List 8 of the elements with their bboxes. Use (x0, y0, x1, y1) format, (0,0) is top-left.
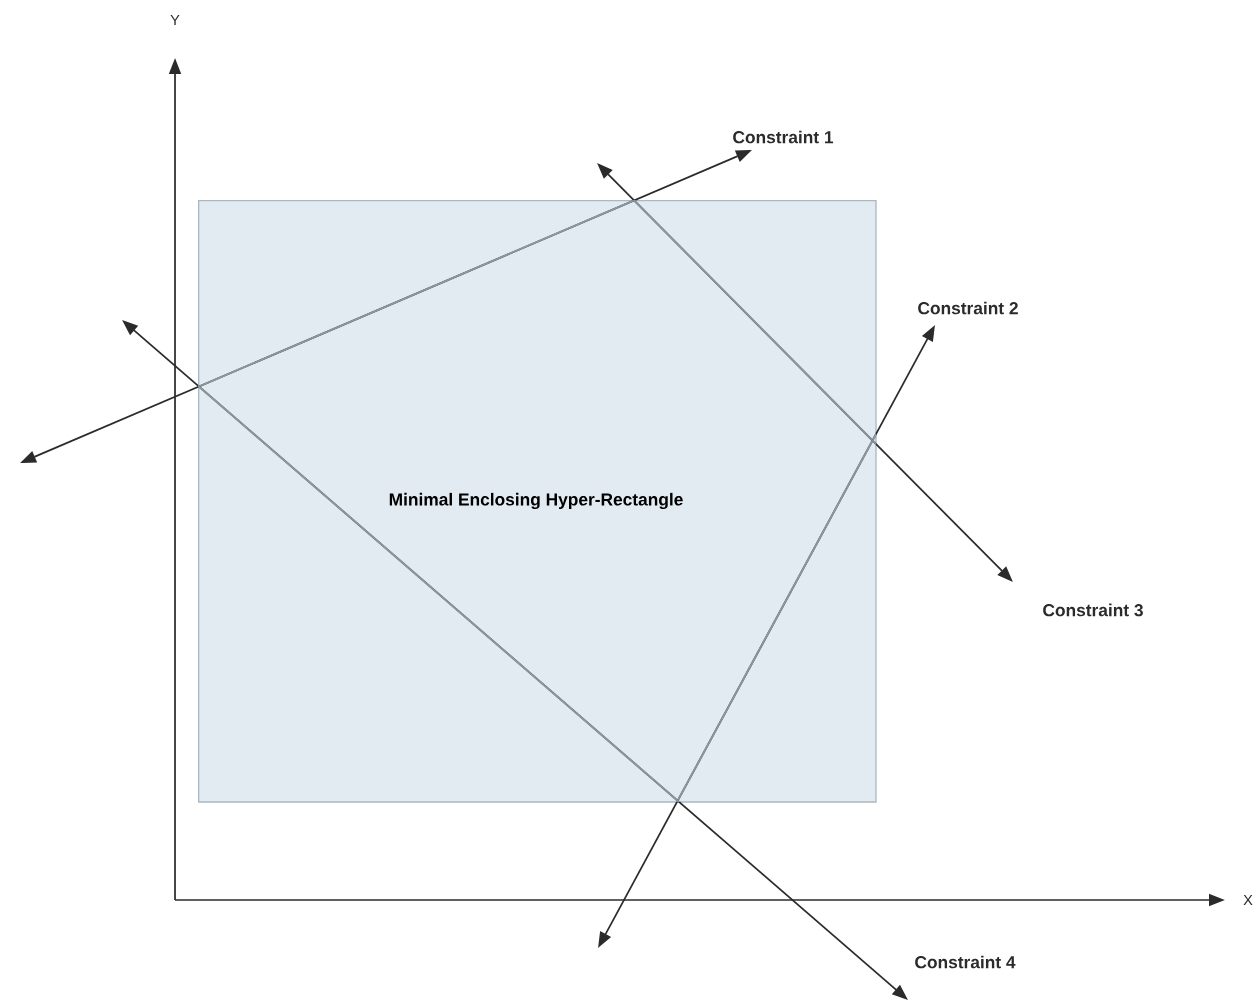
constraint-label: Constraint 1 (733, 130, 834, 144)
axis-label: Y (170, 14, 180, 26)
axis-label: X (1243, 894, 1253, 906)
constraint-label: Constraint 3 (1043, 603, 1143, 617)
rectangle (198, 200, 877, 803)
constraint-label: Constraint 2 (918, 301, 1018, 315)
rectangle-label: Minimal Enclosing Hyper-Rectangle (389, 492, 683, 510)
constraint-label: Constraint 4 (915, 955, 1016, 969)
